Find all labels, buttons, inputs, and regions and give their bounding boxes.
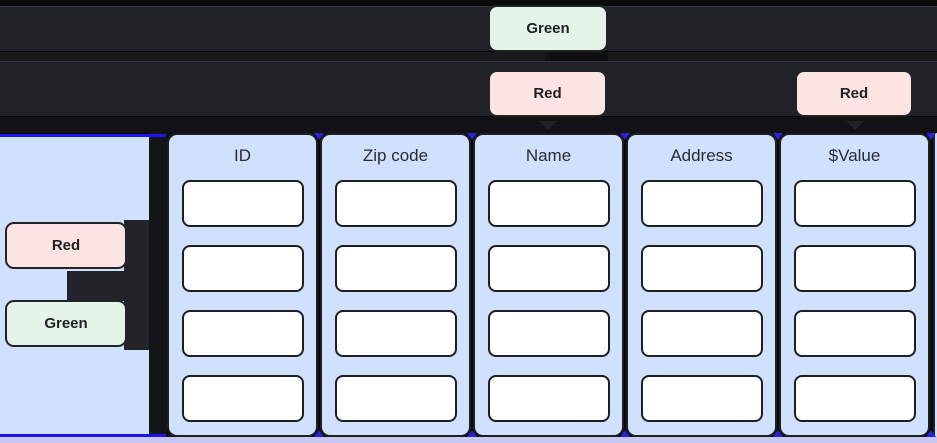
cell-slot[interactable]: [640, 375, 763, 422]
panel-column-gap: [149, 133, 167, 437]
cell-slot[interactable]: [334, 375, 457, 422]
column-header: Zip code: [362, 146, 429, 165]
chip-red-side[interactable]: Red: [5, 222, 127, 269]
column-name: Name: [473, 133, 624, 437]
boundary-marker-icon: [314, 133, 324, 140]
cell-slot[interactable]: [487, 245, 610, 292]
column-partial-right: [933, 133, 937, 437]
cell-slot[interactable]: [334, 245, 457, 292]
chip-red-top-right[interactable]: Red: [795, 70, 913, 117]
boundary-marker-icon: [773, 430, 783, 437]
column-value: $Value: [779, 133, 930, 437]
blue-guide-line-top: [0, 134, 166, 137]
cell-slot[interactable]: [793, 310, 916, 357]
blue-guide-line-bottom: [0, 434, 166, 437]
chip-label: Green: [526, 20, 570, 37]
side-track-segment: [124, 220, 149, 272]
boundary-marker-icon: [467, 430, 477, 437]
cell-slot[interactable]: [334, 310, 457, 357]
boundary-marker-icon: [620, 133, 630, 140]
side-track-segment: [124, 298, 149, 350]
boundary-marker-icon: [773, 133, 783, 140]
boundary-marker-icon: [467, 133, 477, 140]
chip-label: Green: [44, 315, 88, 332]
column-header: Name: [525, 146, 572, 165]
chip-green-top[interactable]: Green: [488, 5, 608, 52]
cell-slot[interactable]: [640, 180, 763, 227]
cell-slot[interactable]: [640, 245, 763, 292]
boundary-marker-icon: [926, 133, 936, 140]
cell-slot[interactable]: [181, 180, 304, 227]
column-header: $Value: [828, 146, 881, 165]
top-track-row-2: [0, 61, 937, 117]
below-rows-band: [0, 117, 937, 133]
arrow-down-icon: [539, 121, 557, 130]
green-chip-shadow: [545, 52, 608, 61]
column-id: ID: [167, 133, 318, 437]
cell-slot[interactable]: [334, 180, 457, 227]
chip-label: Red: [51, 237, 81, 254]
column-header: ID: [234, 146, 251, 165]
cell-slot[interactable]: [793, 375, 916, 422]
boundary-marker-icon: [926, 430, 936, 437]
cell-slot[interactable]: [487, 180, 610, 227]
row-gap-band: [0, 52, 937, 61]
cell-slot[interactable]: [793, 245, 916, 292]
chip-label: Red: [533, 85, 562, 102]
bottom-strip: [0, 437, 937, 443]
column-address: Address: [626, 133, 777, 437]
arrow-down-icon: [846, 121, 864, 130]
boundary-marker-icon: [620, 430, 630, 437]
chip-green-side[interactable]: Green: [5, 300, 127, 347]
cell-slot[interactable]: [181, 310, 304, 357]
column-header: Address: [670, 146, 733, 165]
cell-slot[interactable]: [181, 375, 304, 422]
cell-slot[interactable]: [487, 310, 610, 357]
column-zip-code: Zip code: [320, 133, 471, 437]
cell-slot[interactable]: [793, 180, 916, 227]
cell-slot[interactable]: [640, 310, 763, 357]
chip-label: Red: [839, 85, 869, 102]
chip-red-top-left[interactable]: Red: [488, 70, 607, 117]
cell-slot[interactable]: [181, 245, 304, 292]
cell-slot[interactable]: [487, 375, 610, 422]
boundary-marker-icon: [314, 430, 324, 437]
side-track-segment: [67, 271, 149, 301]
top-track-row-1: [0, 6, 937, 52]
